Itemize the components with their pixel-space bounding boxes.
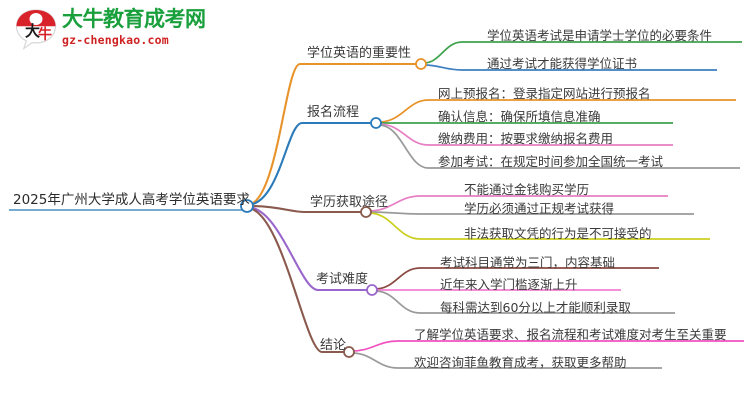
connector-branch-3-leaf-1 (368, 195, 668, 212)
connector-root-to-branch-5 (246, 206, 345, 354)
branch-label-3[interactable]: 学历获取途径 (310, 195, 389, 210)
root-node-dot[interactable] (240, 199, 254, 213)
leaf-label-2-1[interactable]: 网上预报名：登录指定网站进行预报名 (438, 86, 651, 101)
leaf-label-1-2[interactable]: 通过考试才能获得学位证书 (487, 56, 638, 71)
speech-bubble-logo-icon: 大 牛 (15, 9, 57, 50)
leaf-label-4-2[interactable]: 近年来入学门槛逐渐上升 (440, 277, 578, 292)
connector-branch-3-leaf-2 (368, 211, 694, 215)
site-logo: 大 牛 大牛教育成考网 gz-chengkao.com (14, 6, 206, 54)
leaf-label-2-3[interactable]: 缴纳费用：按要求缴纳报名费用 (438, 131, 614, 146)
branch-label-1[interactable]: 学位英语的重要性 (307, 46, 412, 61)
connector-branch-2-leaf-4 (378, 124, 740, 169)
leaf-label-4-1[interactable]: 考试科目通常为三门，内容基础 (440, 255, 616, 270)
connector-root-to-branch-3 (246, 204, 362, 214)
branch-3-node-dot[interactable] (360, 206, 372, 218)
leaf-label-2-2[interactable]: 确认信息：确保所填信息准确 (438, 109, 601, 124)
branch-label-5[interactable]: 结论 (320, 338, 347, 353)
logo-domain: gz-chengkao.com (62, 33, 169, 47)
branch-label-2[interactable]: 报名流程 (307, 105, 360, 120)
connector-root-to-branch-1 (246, 62, 418, 207)
connector-branch-3-leaf-3 (368, 212, 710, 240)
connector-branch-4-leaf-1 (374, 267, 659, 290)
leaf-label-2-4[interactable]: 参加考试：在规定时间参加全国统一考试 (438, 154, 664, 169)
connector-branch-5-leaf-2 (351, 352, 662, 369)
leaf-label-5-2[interactable]: 欢迎咨询菲鱼教育成考，获取更多帮助 (414, 355, 627, 370)
leaf-label-3-2[interactable]: 学历必须通过正规考试获得 (464, 201, 615, 216)
connector-branch-1-leaf-1 (423, 41, 742, 64)
leaf-label-5-1[interactable]: 了解学位英语要求、报名流程和考试难度对考生至关重要 (414, 327, 727, 342)
connector-branch-5-leaf-1 (351, 340, 744, 352)
root-node-label[interactable]: 2025年广州大学成人高考学位英语要求 (13, 192, 250, 208)
svg-text:大: 大 (25, 22, 40, 40)
leaf-label-1-1[interactable]: 学位英语考试是申请学士学位的必要条件 (487, 28, 713, 43)
logo-title: 大牛教育成考网 (62, 7, 206, 31)
leaf-label-4-3[interactable]: 每科需达到60分以上才能顺利录取 (440, 300, 631, 315)
leaf-label-3-3[interactable]: 非法获取文凭的行为是不可接受的 (464, 226, 652, 241)
connector-root-to-branch-2 (246, 121, 372, 207)
connector-branch-1-leaf-2 (423, 64, 717, 71)
connector-branch-4-leaf-3 (374, 290, 675, 314)
connector-root-to-branch-4 (246, 205, 368, 292)
branch-label-4[interactable]: 考试难度 (316, 272, 369, 287)
branch-2-node-dot[interactable] (370, 117, 382, 129)
branch-5-node-dot[interactable] (343, 346, 355, 358)
leaf-label-3-1[interactable]: 不能通过金钱购买学历 (464, 182, 590, 197)
connector-branch-2-leaf-3 (378, 123, 673, 146)
branch-1-node-dot[interactable] (415, 58, 427, 70)
branch-4-node-dot[interactable] (366, 284, 378, 296)
connector-branch-2-leaf-1 (378, 99, 736, 123)
svg-text:牛: 牛 (38, 26, 52, 43)
